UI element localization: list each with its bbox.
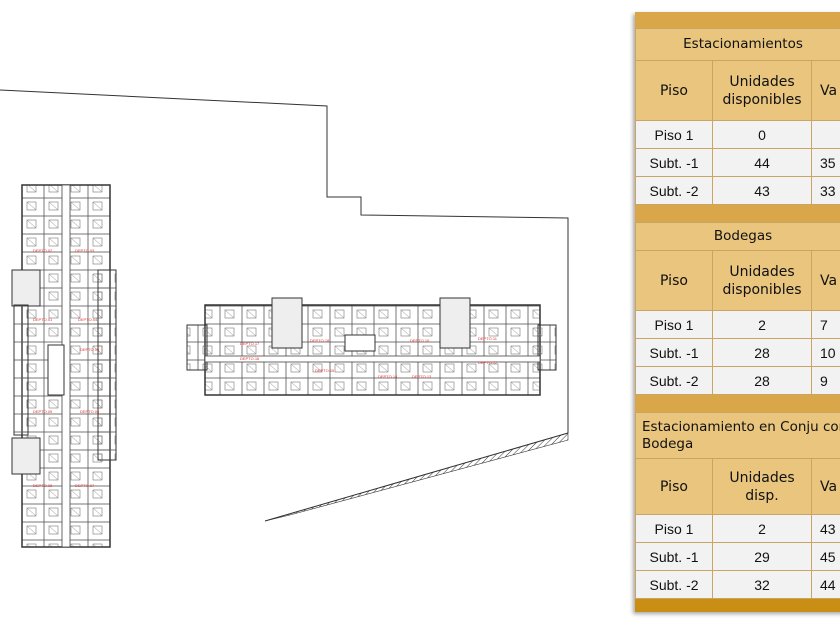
- column-header: Piso: [635, 60, 713, 121]
- table-bodegas: Bodegas Piso Unidades disponibles Va Pis…: [634, 222, 840, 395]
- svg-text:DEPTO.01: DEPTO.01: [33, 317, 53, 322]
- table-title: Estacionamientos: [635, 28, 840, 61]
- column-header: Piso: [635, 250, 713, 311]
- building-left: DEPTO.02 DEPTO.03 DEPTO.01 DEPTO.04 DEPTO.…: [11, 184, 117, 548]
- table-cell: Subt. -1: [635, 338, 713, 367]
- column-header: Piso: [635, 458, 713, 515]
- svg-text:DEPTO.05: DEPTO.05: [80, 347, 100, 352]
- svg-text:DEPTO.13: DEPTO.13: [412, 374, 432, 379]
- svg-text:DEPTO.08: DEPTO.08: [33, 483, 53, 488]
- svg-text:DEPTO.10: DEPTO.10: [410, 338, 430, 343]
- column-header: Va: [810, 458, 840, 515]
- table-cell: 7: [810, 310, 840, 339]
- table-cell: 28: [712, 338, 812, 367]
- availability-panel: Estacionamientos Piso Unidades disponibl…: [634, 12, 840, 612]
- table-cell: Subt. -1: [635, 148, 713, 177]
- svg-text:DEPTO.06: DEPTO.06: [80, 409, 100, 414]
- table-cell: 35: [811, 148, 840, 177]
- svg-text:DEPTO.04: DEPTO.04: [78, 317, 98, 322]
- building-right: DEPTO.17 DEPTO.18 DEPTO.10 DEPTO.11 DEPTO.…: [186, 297, 557, 396]
- table-cell: 45: [810, 542, 840, 571]
- table-cell: Piso 1: [635, 120, 713, 149]
- svg-text:DEPTO.17: DEPTO.17: [240, 341, 260, 346]
- table-cell: Piso 1: [635, 310, 713, 339]
- table-cell: 29: [712, 542, 812, 571]
- column-header: Va: [811, 60, 840, 121]
- svg-text:DEPTO.15: DEPTO.15: [315, 368, 335, 373]
- svg-text:DEPTO.14: DEPTO.14: [378, 374, 398, 379]
- svg-text:DEPTO.07: DEPTO.07: [75, 483, 95, 488]
- table-cell: 33: [811, 176, 840, 205]
- column-header: Unidades disponibles: [712, 250, 812, 311]
- site-floor-plan: DEPTO.02 DEPTO.03 DEPTO.01 DEPTO.04 DEPTO.…: [0, 89, 569, 548]
- table-cell: 32: [712, 570, 812, 599]
- svg-text:DEPTO.02: DEPTO.02: [33, 248, 53, 253]
- table-cell: 44: [810, 570, 840, 599]
- column-header: Unidades disp.: [712, 458, 812, 515]
- table-cell: 9: [810, 366, 840, 395]
- table-cell: 2: [712, 514, 812, 543]
- svg-text:DEPTO.09: DEPTO.09: [33, 409, 53, 414]
- table-estacionamientos: Estacionamientos Piso Unidades disponibl…: [635, 28, 840, 205]
- gold-bar-bottom: [635, 599, 840, 612]
- table-cell: 2: [712, 310, 812, 339]
- svg-text:DEPTO.18: DEPTO.18: [310, 338, 330, 343]
- table-cell: Subt. -2: [635, 176, 713, 205]
- table-cell: Subt. -2: [635, 366, 713, 395]
- table-estacionamiento-bodega: Estacionamiento en Conju con Bodega Piso…: [634, 412, 840, 599]
- table-cell: Piso 1: [635, 514, 713, 543]
- column-header: Va: [810, 250, 840, 311]
- table-cell: 44: [712, 148, 812, 177]
- table-cell: 43: [810, 514, 840, 543]
- table-title: Estacionamiento en Conju con Bodega: [634, 412, 840, 459]
- svg-text:DEPTO.12: DEPTO.12: [478, 360, 498, 365]
- svg-text:DEPTO.16: DEPTO.16: [240, 356, 260, 361]
- table-cell: 28: [712, 366, 812, 395]
- svg-text:DEPTO.03: DEPTO.03: [75, 248, 95, 253]
- table-cell: 43: [712, 176, 812, 205]
- table-cell: [811, 120, 840, 149]
- gold-bar: [635, 12, 840, 28]
- table-cell: Subt. -1: [635, 542, 713, 571]
- table-cell: 10: [810, 338, 840, 367]
- table-cell: 0: [712, 120, 812, 149]
- column-header: Unidades disponibles: [712, 60, 812, 121]
- table-title: Bodegas: [634, 222, 840, 251]
- svg-text:DEPTO.11: DEPTO.11: [478, 336, 498, 341]
- table-cell: Subt. -2: [635, 570, 713, 599]
- hatched-strip: [264, 432, 569, 522]
